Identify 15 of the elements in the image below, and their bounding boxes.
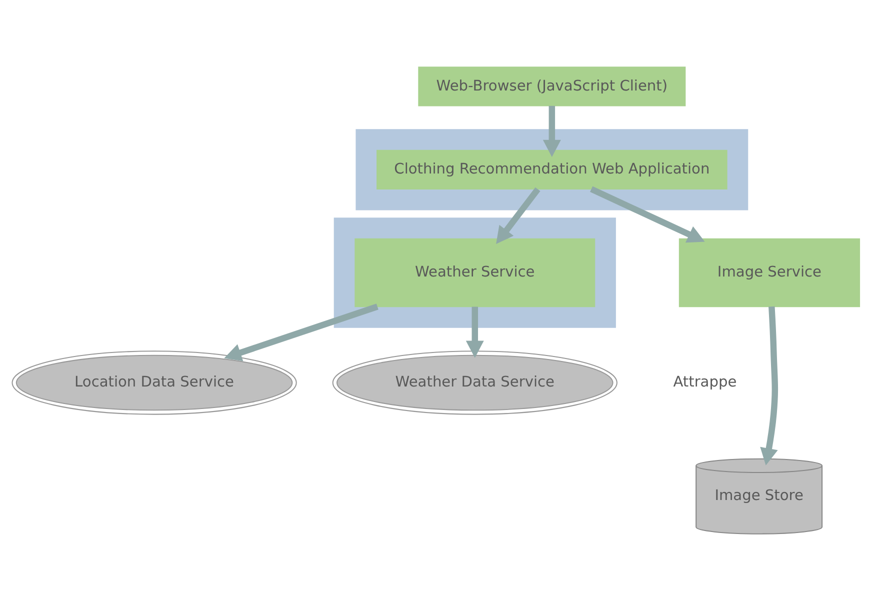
cluster	[356, 129, 748, 210]
arrow	[590, 186, 705, 243]
arrow	[760, 306, 778, 466]
arrow	[466, 306, 484, 358]
cluster	[334, 218, 616, 328]
node-box: Web-Browser (JavaScript Client)	[418, 66, 686, 106]
arrow	[496, 187, 540, 244]
label: Attrappe	[673, 374, 737, 391]
arrow	[224, 304, 378, 362]
node-box: Weather Service	[354, 238, 596, 308]
node-box: Image Service	[678, 238, 860, 308]
node-ellipse: Location Data Service	[12, 350, 297, 415]
node-ellipse: Weather Data Service	[332, 350, 618, 415]
arrow	[542, 106, 561, 158]
node-box: Clothing Recommendation Web Application	[376, 150, 728, 190]
